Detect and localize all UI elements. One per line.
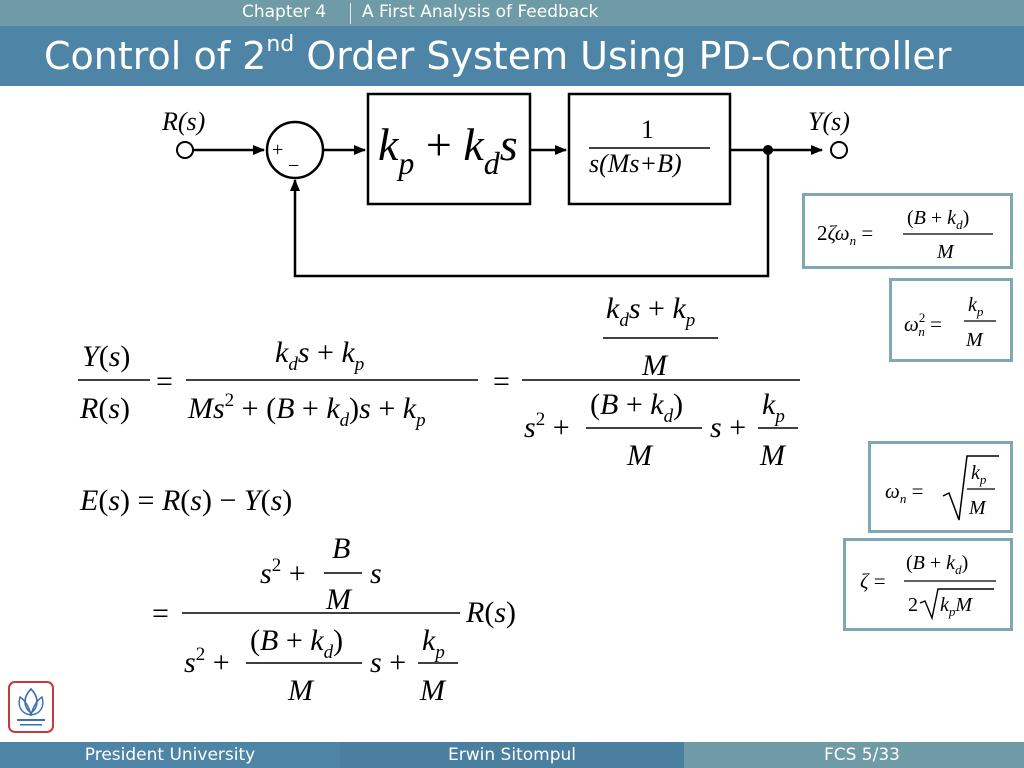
svg-text:(B + kd): (B + kd) <box>590 388 683 427</box>
svg-text:s +: s + <box>710 411 746 444</box>
svg-text:kp: kp <box>968 294 984 319</box>
title-bar: Control of 2nd Order System Using PD-Con… <box>0 26 1024 86</box>
footer-page: FCS 5/33 <box>684 742 1024 768</box>
svg-text:2ζωn =: 2ζωn = <box>817 221 873 248</box>
svg-text:E(s) = R(s) − Y(s): E(s) = R(s) − Y(s) <box>79 484 292 517</box>
svg-text:(B + kd): (B + kd) <box>250 624 343 663</box>
svg-text:ζ =: ζ = <box>860 569 886 593</box>
svg-text:B: B <box>332 532 350 565</box>
eq-omega-n: ωn = kp M <box>885 455 999 521</box>
svg-text:kds + kp: kds + kp <box>275 336 364 375</box>
svg-text:s +: s + <box>370 646 406 679</box>
plant-denominator: s(Ms+B) <box>589 149 682 178</box>
svg-text:M: M <box>965 329 984 351</box>
svg-text:(B + kd): (B + kd) <box>907 207 969 232</box>
slide-title-post: Order System Using PD-Controller <box>294 34 952 78</box>
svg-text:M: M <box>968 497 987 519</box>
svg-text:Ms2 + (B + kd)s + kp: Ms2 + (B + kd)s + kp <box>187 390 426 431</box>
chapter-bar: Chapter 4 A First Analysis of Feedback <box>0 0 1024 26</box>
svg-text:kp: kp <box>762 388 785 427</box>
svg-text:=: = <box>493 365 510 398</box>
svg-text:kp: kp <box>971 462 987 487</box>
sum-plus: + <box>272 139 283 161</box>
plant-block <box>567 92 732 206</box>
svg-text:M: M <box>325 583 353 616</box>
svg-text:kpM: kpM <box>940 594 973 619</box>
input-label: R(s) <box>161 107 205 136</box>
block-diagram: R(s) + − kp + kds 1 s(Ms+B) Y(s) <box>161 92 850 278</box>
chapter-label: Chapter 4 <box>242 2 327 22</box>
box-damping-ratio: ζ = (B + kd) 2 kpM <box>843 538 1013 631</box>
error-equation: E(s) = R(s) − Y(s) s2 + B M s = R(s) s2 … <box>79 484 516 707</box>
footer-author: Erwin Sitompul <box>340 742 684 768</box>
svg-text:2: 2 <box>908 594 918 616</box>
svg-text:=: = <box>152 597 169 630</box>
footer: President University Erwin Sitompul FCS … <box>0 742 1024 768</box>
eq-2zeta-omega: 2ζωn = (B + kd) M <box>817 207 993 263</box>
slide-title-pre: Control of 2 <box>44 34 267 78</box>
slide-title: Control of 2nd Order System Using PD-Con… <box>44 32 952 78</box>
svg-text:M: M <box>419 674 447 707</box>
svg-text:M: M <box>759 439 787 472</box>
plant-numerator: 1 <box>641 115 654 144</box>
box-natural-freq: ωn = kp M <box>868 441 1013 533</box>
svg-text:M: M <box>626 439 654 472</box>
svg-text:s2 +: s2 + <box>184 644 230 679</box>
input-terminal <box>176 141 194 159</box>
box-damping-relation: 2ζωn = (B + kd) M <box>802 193 1013 269</box>
eq-zeta: ζ = (B + kd) 2 kpM <box>860 552 996 621</box>
slide-title-sup: nd <box>266 32 295 58</box>
svg-text:ω2n =: ω2n = <box>904 310 942 339</box>
svg-text:R(s): R(s) <box>79 392 130 425</box>
svg-text:kp: kp <box>422 624 445 663</box>
svg-text:s: s <box>370 557 382 590</box>
svg-text:M: M <box>641 349 669 382</box>
svg-text:kds + kp: kds + kp <box>606 292 695 331</box>
footer-university: President University <box>0 742 340 768</box>
svg-text:s2 +: s2 + <box>524 409 570 444</box>
svg-text:M: M <box>936 241 955 263</box>
sum-minus: − <box>288 155 299 177</box>
svg-text:Y(s): Y(s) <box>82 340 130 373</box>
chapter-separator <box>350 3 351 24</box>
transfer-function-equation: Y(s) R(s) = kds + kp Ms2 + (B + kd)s + k… <box>78 292 800 472</box>
svg-text:R(s): R(s) <box>465 596 516 629</box>
page-number: FCS 5/33 <box>823 745 900 765</box>
chapter-title: A First Analysis of Feedback <box>362 2 599 22</box>
svg-text:=: = <box>156 365 173 398</box>
svg-text:ωn =: ωn = <box>885 479 923 506</box>
svg-text:s2 +: s2 + <box>260 555 306 590</box>
output-terminal <box>830 141 848 159</box>
controller-block <box>366 92 532 206</box>
svg-text:M: M <box>287 674 315 707</box>
svg-text:(B + kd): (B + kd) <box>906 552 968 577</box>
output-label: Y(s) <box>808 107 850 136</box>
university-logo <box>8 681 54 733</box>
